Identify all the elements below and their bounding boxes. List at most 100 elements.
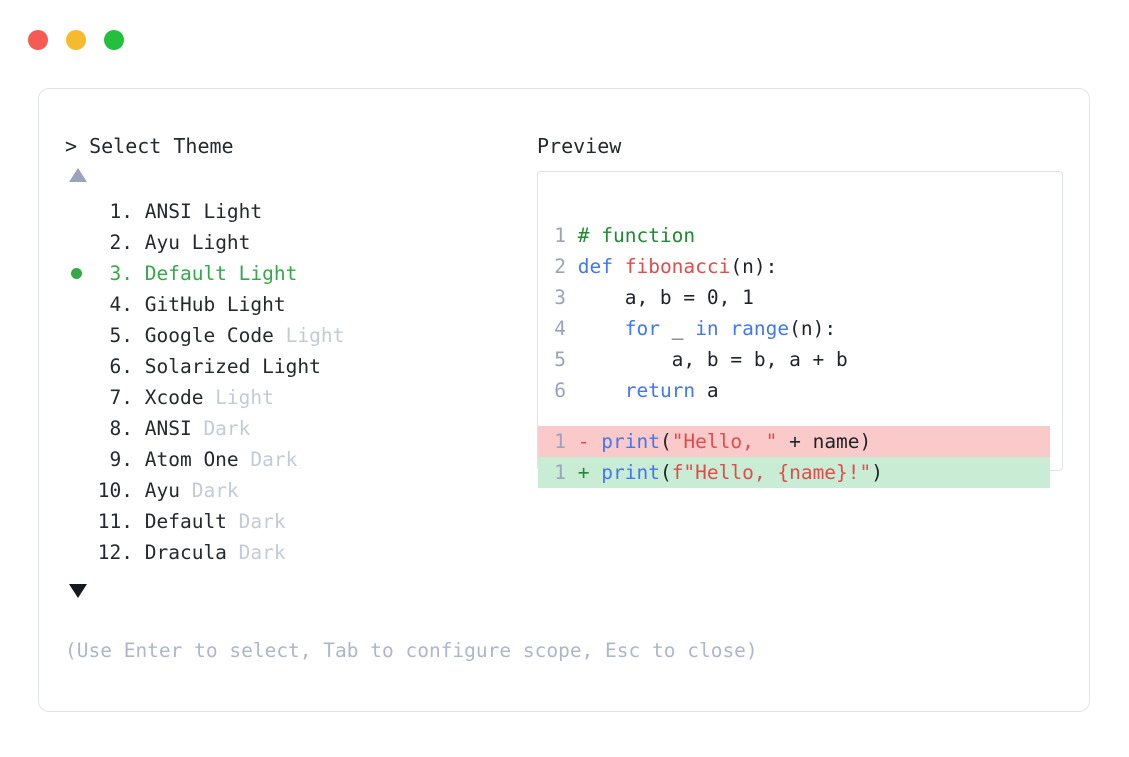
theme-index: 3. — [97, 262, 134, 285]
theme-index: 2. — [97, 231, 134, 254]
theme-selector-pane: > Select Theme 1. ANSI Light 2. Ayu Ligh… — [65, 133, 525, 600]
theme-list-item[interactable]: 5. Google Code Light — [65, 320, 525, 351]
code-token: def — [577, 255, 625, 278]
code-gutter-space — [566, 348, 578, 371]
theme-list-item[interactable]: 7. Xcode Light — [65, 382, 525, 413]
theme-index: 8. — [97, 417, 134, 440]
selection-bullet-slot — [65, 444, 95, 475]
code-line: 1 # function — [552, 220, 1062, 251]
code-line-content: a, b = b, a + b — [578, 348, 848, 371]
selection-bullet-slot — [65, 196, 95, 227]
theme-variant: Dark — [238, 448, 298, 471]
theme-list-item[interactable]: 1. ANSI Light — [65, 196, 525, 227]
code-gutter-space — [566, 379, 578, 402]
theme-name: Google Code — [133, 324, 274, 347]
diff-line-add: 1 + print(f"Hello, {name}!") — [538, 457, 1050, 488]
selection-bullet-slot — [65, 506, 95, 537]
selection-bullet-slot — [65, 475, 95, 506]
line-number: 1 — [554, 224, 566, 247]
theme-name: Atom One — [133, 448, 239, 471]
theme-name: Default — [133, 510, 227, 533]
code-line: 3 a, b = 0, 1 — [552, 282, 1062, 313]
close-button[interactable] — [28, 30, 48, 50]
minimize-button[interactable] — [66, 30, 86, 50]
line-number: 5 — [554, 348, 566, 371]
code-token: ( — [659, 430, 672, 453]
theme-variant: Light — [250, 355, 321, 378]
code-token: in range — [695, 317, 790, 340]
theme-list-item[interactable]: 9. Atom One Dark — [65, 444, 525, 475]
theme-variant: Light — [203, 386, 274, 409]
code-token: return — [624, 379, 696, 402]
code-token: print — [601, 430, 660, 453]
theme-name: GitHub — [133, 293, 216, 316]
theme-variant: Dark — [226, 541, 286, 564]
code-line-content: a, b = 0, 1 — [578, 286, 754, 309]
theme-variant: Light — [273, 324, 345, 347]
selection-bullet-slot — [65, 351, 95, 382]
theme-list-item[interactable]: 4. GitHub Light — [65, 289, 525, 320]
preview-title: Preview — [537, 134, 622, 158]
code-token — [578, 317, 625, 340]
diff-line-content: print("Hello, " + name) — [601, 430, 871, 453]
theme-name: ANSI — [133, 200, 192, 223]
diff-block: 1 - print("Hello, " + name) 1 + print(f"H… — [538, 426, 1062, 488]
theme-index: 1. — [97, 200, 134, 223]
theme-index: 5. — [97, 324, 134, 347]
code-line-content: # function — [578, 224, 695, 247]
code-token: ( — [659, 461, 672, 484]
theme-variant: Light — [191, 200, 263, 223]
theme-list-item[interactable]: 8. ANSI Dark — [65, 413, 525, 444]
selection-bullet-slot — [65, 382, 95, 413]
code-token: ) — [871, 461, 884, 484]
keyboard-hint: (Use Enter to select, Tab to configure s… — [65, 639, 758, 662]
code-token: fibonacci — [624, 255, 731, 278]
maximize-button[interactable] — [104, 30, 124, 50]
code-line: 4 for _ in range(n): — [552, 313, 1062, 344]
selection-bullet-slot — [65, 258, 95, 289]
line-number: 4 — [554, 317, 566, 340]
line-number: 1 — [554, 461, 566, 484]
theme-index: 10. — [97, 479, 133, 502]
code-token: a, b = 0, 1 — [577, 286, 754, 309]
theme-name: Dracula — [133, 541, 227, 564]
theme-name: Xcode — [133, 386, 204, 409]
code-token: a — [695, 379, 719, 402]
code-token: "Hello, " — [671, 430, 778, 453]
selected-bullet-icon — [71, 268, 82, 279]
page-title: > Select Theme — [65, 134, 234, 158]
theme-list: 1. ANSI Light 2. Ayu Light 3. Default Li… — [65, 196, 525, 568]
code-gutter-space — [566, 224, 578, 247]
theme-name: ANSI — [133, 417, 192, 440]
theme-list-item[interactable]: 10. Ayu Dark — [65, 475, 525, 506]
code-line: 6 return a — [552, 375, 1062, 406]
code-token — [578, 379, 625, 402]
scroll-down-icon[interactable] — [69, 584, 87, 600]
theme-name: Solarized — [133, 355, 251, 378]
theme-variant: Dark — [179, 479, 239, 502]
diff-marker: + — [566, 461, 602, 484]
theme-variant: Dark — [191, 417, 251, 440]
diff-line-content: print(f"Hello, {name}!") — [601, 461, 883, 484]
theme-list-item[interactable]: 3. Default Light — [65, 258, 525, 289]
theme-list-item[interactable]: 2. Ayu Light — [65, 227, 525, 258]
theme-index: 6. — [97, 355, 134, 378]
code-token: print — [601, 461, 660, 484]
theme-variant: Light — [179, 231, 251, 254]
theme-list-item[interactable]: 12. Dracula Dark — [65, 537, 525, 568]
code-gutter-space — [566, 317, 578, 340]
theme-index: 4. — [97, 293, 134, 316]
diff-marker: - — [566, 430, 602, 453]
code-line-content: for _ in range(n): — [578, 317, 836, 340]
theme-index: 7. — [97, 386, 134, 409]
code-gutter-space — [566, 286, 578, 309]
theme-variant: Light — [215, 293, 286, 316]
window-traffic-lights — [28, 30, 124, 50]
theme-list-item[interactable]: 6. Solarized Light — [65, 351, 525, 382]
code-gutter-space — [566, 255, 578, 278]
theme-list-item[interactable]: 11. Default Dark — [65, 506, 525, 537]
code-token: _ — [659, 317, 696, 340]
scroll-up-icon[interactable] — [69, 168, 87, 184]
code-line-content: def fibonacci(n): — [578, 255, 778, 278]
